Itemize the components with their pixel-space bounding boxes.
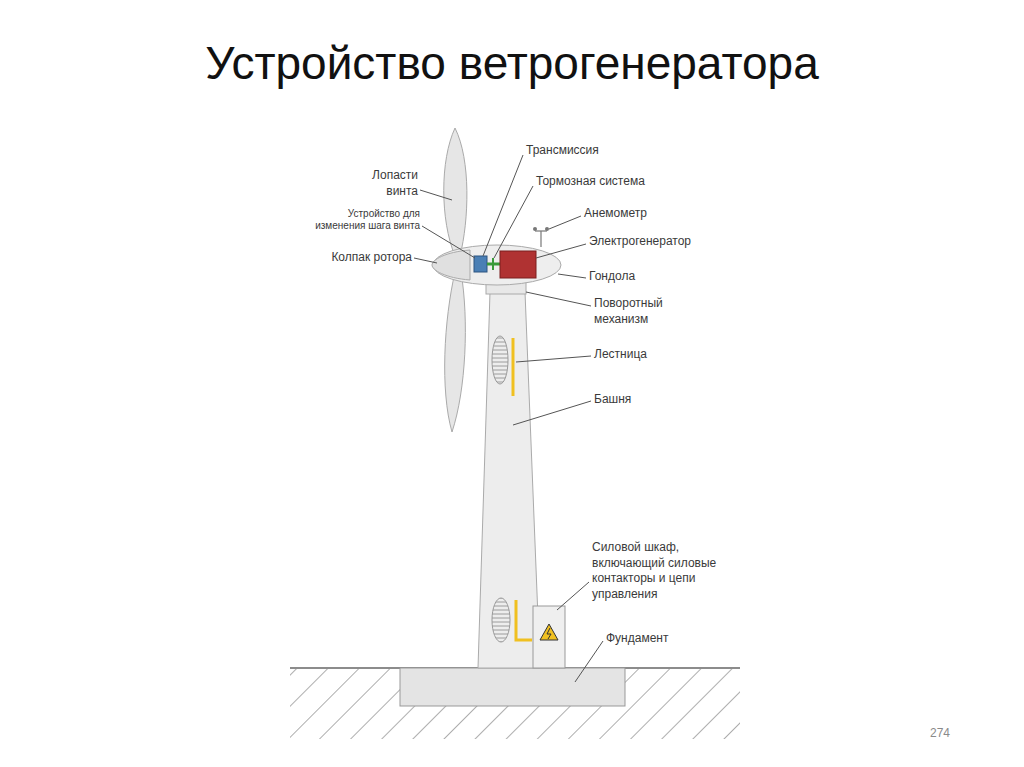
callout-label: Лопасти винта [358,168,418,199]
callout-label: Башня [594,392,694,408]
nacelle [433,245,561,285]
anemometer [533,227,537,231]
callout-label: Гондола [589,269,689,285]
callout-label: Электрогенератор [589,234,729,250]
slide-title: Устройство ветрогенератора [0,36,1024,91]
callout-label: Тормозная система [536,174,676,190]
ground-hatching [290,669,740,739]
ladder-hatch [492,336,508,384]
anemometer [540,231,541,247]
generator [500,251,536,278]
pitch-device [474,256,487,272]
brake [492,258,494,270]
warning-bolt [547,628,551,639]
ladder [512,338,515,396]
rotor-cap [432,250,470,280]
warning-sign [540,624,558,640]
callout-label: Анемометр [584,206,684,222]
callout-label: Силовой шкаф, включающий силовые контакт… [592,540,742,602]
callout-label: Лестница [594,347,694,363]
blade [445,272,466,432]
blade [444,128,467,256]
callout-label: Трансмиссия [526,143,626,159]
page-number: 274 [930,726,970,740]
callout-label: Поворотный механизм [594,296,686,327]
door [492,598,510,642]
ladder [516,600,532,640]
power-cabinet [533,606,565,668]
anemometer [545,227,549,231]
anemometer [535,230,547,231]
tower [478,292,540,668]
foundation [400,668,625,706]
leader-lines [414,155,603,682]
callout-label: Фундамент [606,631,706,647]
callout-label: Колпак ротора [312,250,412,266]
callout-label: Устройство для изменения шага винта [300,208,420,232]
